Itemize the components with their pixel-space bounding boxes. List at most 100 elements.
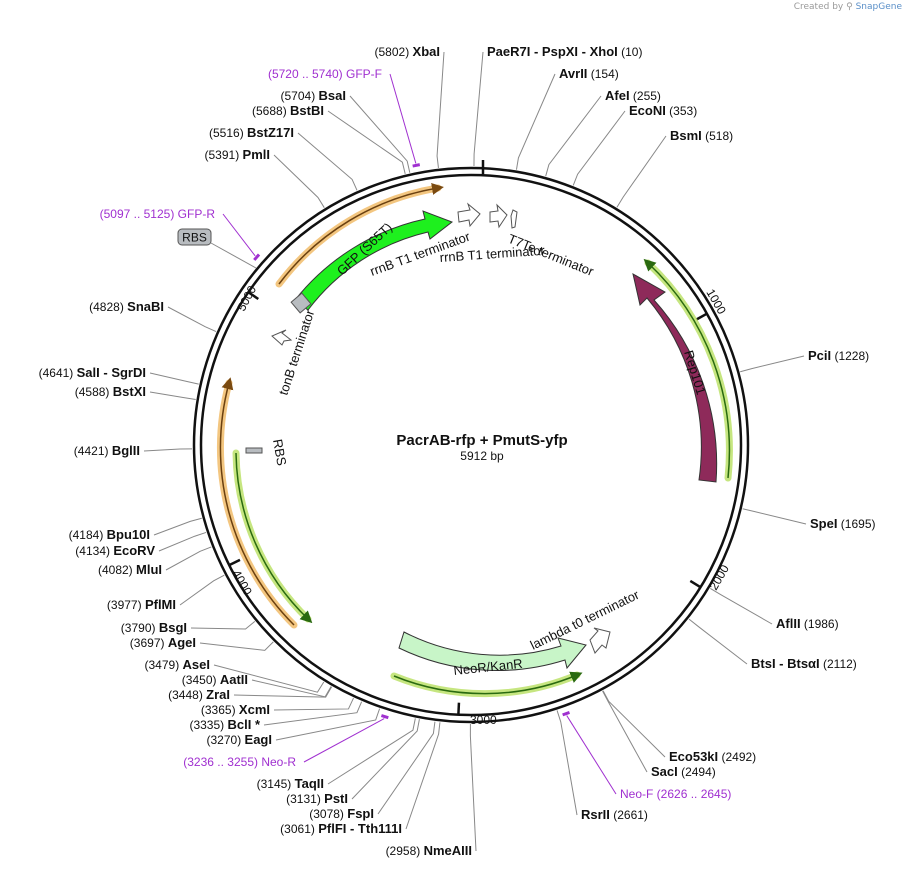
primer-gfp-r-leader [222, 213, 256, 257]
site-xbai-label[interactable]: (5802) XbaI [375, 44, 441, 59]
gfp-arrow[interactable] [294, 210, 454, 311]
site-snabi-label[interactable]: (4828) SnaBI [89, 299, 164, 314]
site-pcii-position: (1228) [831, 349, 869, 363]
site-pflmi-leader [179, 574, 225, 606]
site-aflii-name: AflII [776, 616, 801, 631]
site-eagi-leader [275, 708, 381, 741]
site-aflii-label[interactable]: AflII (1986) [776, 616, 839, 631]
site-taqii-label[interactable]: (3145) TaqII [257, 776, 324, 791]
site-ecorv-name: EcoRV [113, 543, 155, 558]
site-bglii-label[interactable]: (4421) BglII [74, 443, 140, 458]
site-bsai-label[interactable]: (5704) BsaI [281, 88, 347, 103]
site-saci-label[interactable]: SacI (2494) [651, 764, 716, 779]
primer-gfp-f-label[interactable]: (5720 .. 5740) GFP-F [268, 67, 382, 81]
rrnb-t1-terminator-2-icon [489, 203, 508, 229]
site-btsi-label[interactable]: BtsI - BtsαI (2112) [751, 656, 857, 671]
site-bstbi-label[interactable]: (5688) BstBI [252, 103, 324, 118]
feature-neor[interactable]: NeoR/KanR [398, 631, 587, 678]
site-nmeaiii-leader [469, 723, 477, 852]
site-eagi-position: (3270) [207, 733, 245, 747]
site-pmli-name: PmlI [243, 147, 270, 162]
site-sali-label[interactable]: (4641) SalI - SgrDI [39, 365, 146, 380]
site-xbai-leader [436, 51, 445, 168]
site-nmeaiii-label[interactable]: (2958) NmeAIII [386, 843, 472, 858]
site-aatii-label[interactable]: (3450) AatII [182, 672, 248, 687]
rep101-arrow[interactable] [632, 273, 718, 483]
site-eagi-name: EagI [245, 732, 272, 747]
site-asei-label[interactable]: (3479) AseI [145, 657, 211, 672]
site-xcmi-position: (3365) [201, 703, 239, 717]
site-pflmi-label[interactable]: (3977) PflMI [107, 597, 176, 612]
feature-gfp[interactable]: GFP (S65T) [290, 210, 454, 314]
site-ecorv-label[interactable]: (4134) EcoRV [75, 543, 155, 558]
site-rsrii-label[interactable]: RsrII (2661) [581, 807, 648, 822]
site-fspi-label[interactable]: (3078) FspI [309, 806, 374, 821]
site-afei-label[interactable]: AfeI (255) [605, 88, 661, 103]
site-pmli-label[interactable]: (5391) PmlI [205, 147, 271, 162]
inner-rbs-marker [245, 447, 263, 454]
site-bsmi-position: (518) [702, 129, 733, 143]
site-eco53ki-position: (2492) [718, 750, 756, 764]
site-bpu10i-label[interactable]: (4184) Bpu10I [69, 527, 150, 542]
site-bglii-name: BglII [112, 443, 140, 458]
site-btsi-position: (2112) [820, 657, 857, 671]
site-pmli-position: (5391) [205, 148, 243, 162]
site-bsai-leader [349, 95, 411, 173]
plasmid-length: 5912 bp [460, 449, 504, 463]
site-pcii-label[interactable]: PciI (1228) [808, 348, 869, 363]
site-zrai-label[interactable]: (3448) ZraI [168, 687, 230, 702]
site-avrii-label[interactable]: AvrII (154) [559, 66, 619, 81]
site-eagi-label[interactable]: (3270) EagI [207, 732, 273, 747]
site-bstxi-label[interactable]: (4588) BstXI [75, 384, 146, 399]
site-agei-label[interactable]: (3697) AgeI [130, 635, 196, 650]
site-spei-name: SpeI [810, 516, 837, 531]
orf-rep101-arc-core [643, 258, 731, 479]
feature-rep101[interactable]: Rep101 [632, 273, 718, 483]
site-spei-label[interactable]: SpeI (1695) [810, 516, 876, 531]
site-bstz17i-label[interactable]: (5516) BstZ17I [209, 125, 294, 140]
site-paer7i-label[interactable]: PaeR7I - PspXI - XhoI (10) [487, 44, 642, 59]
primer-gfp-f-mark [412, 163, 421, 168]
site-asei-position: (3479) [145, 658, 183, 672]
site-pflfi-label[interactable]: (3061) PflFI - Tth111I [280, 821, 402, 836]
site-fspi-name: FspI [347, 806, 374, 821]
site-afei-position: (255) [630, 89, 661, 103]
site-zrai-position: (3448) [168, 688, 206, 702]
primer-gfp-f-leader [389, 73, 417, 164]
site-econi-label[interactable]: EcoNI (353) [629, 103, 697, 118]
primer-neo-f-label[interactable]: Neo-F (2626 .. 2645) [620, 787, 731, 801]
neor-arrow[interactable] [398, 631, 587, 671]
site-psti-label[interactable]: (3131) PstI [286, 791, 348, 806]
terminator-icons [245, 202, 611, 654]
site-bpu10i-position: (4184) [69, 528, 107, 542]
site-afei-leader [545, 95, 602, 177]
site-bsgi-label[interactable]: (3790) BsgI [121, 620, 187, 635]
site-pflfi-name: PflFI - Tth111I [318, 821, 402, 836]
primer-neo-r-label[interactable]: (3236 .. 3255) Neo-R [183, 755, 296, 769]
site-fspi-position: (3078) [309, 807, 347, 821]
tonb-label: tonB terminator [276, 307, 318, 397]
site-asei-leader [213, 664, 325, 693]
site-bcli-label[interactable]: (3335) BclI * [189, 717, 260, 732]
site-bsgi-position: (3790) [121, 621, 159, 635]
rbs-tag-label: RBS [182, 231, 207, 245]
snapgene-logo-icon: ⚲ [846, 2, 853, 12]
rrnb-t1-terminator-icon [457, 202, 481, 228]
site-pcii-name: PciI [808, 348, 831, 363]
site-bsgi-name: BsgI [159, 620, 187, 635]
primer-gfp-r-label[interactable]: (5097 .. 5125) GFP-R [100, 207, 216, 221]
site-snabi-leader [167, 306, 217, 333]
site-xcmi-label[interactable]: (3365) XcmI [201, 702, 270, 717]
site-taqii-leader [327, 718, 416, 785]
site-eco53ki-label[interactable]: Eco53kI (2492) [669, 749, 756, 764]
site-sali-leader [149, 372, 199, 385]
site-avrii-name: AvrII [559, 66, 587, 81]
site-avrii-leader [515, 73, 556, 170]
tick-2000-mark [689, 579, 702, 589]
site-bsmi-label[interactable]: BsmI (518) [670, 128, 733, 143]
site-agei-position: (3697) [130, 636, 168, 650]
site-xcmi-name: XcmI [239, 702, 270, 717]
site-mlui-label[interactable]: (4082) MluI [98, 562, 162, 577]
backbone-circle [192, 166, 750, 724]
